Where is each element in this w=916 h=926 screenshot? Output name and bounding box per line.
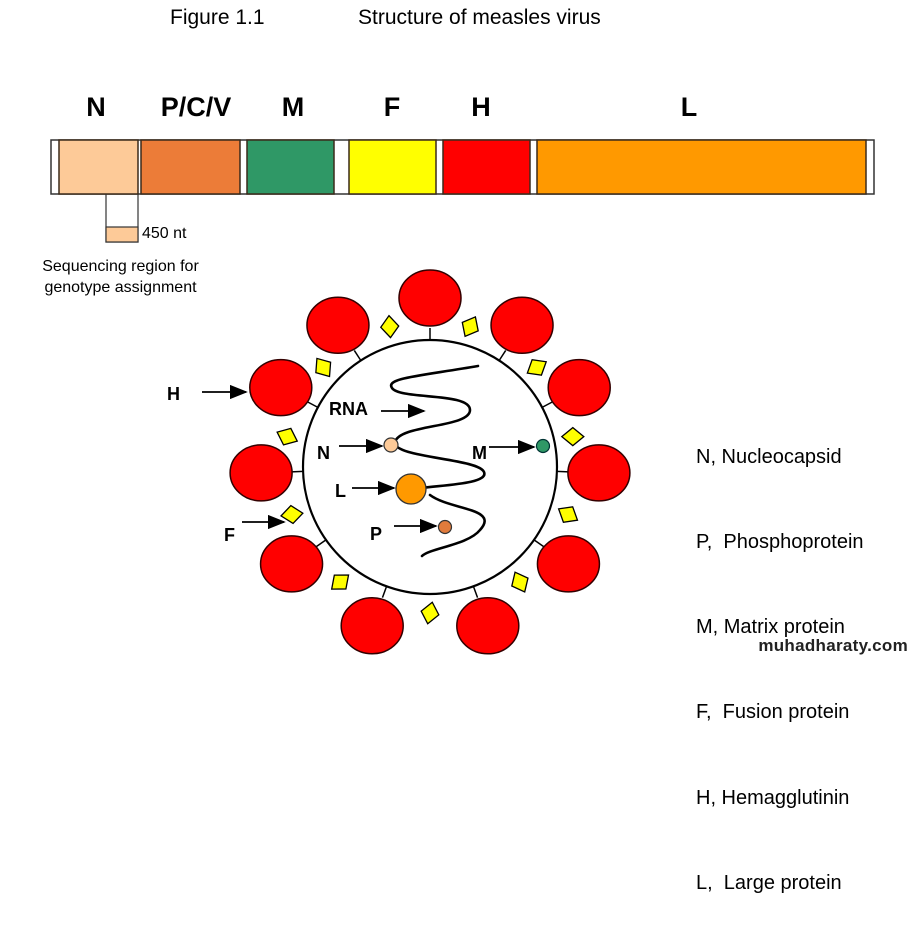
viral-envelope <box>303 340 557 594</box>
hemagglutinin-spike <box>307 297 369 353</box>
fusion-protein <box>314 358 333 376</box>
hemagglutinin-spike <box>230 445 292 501</box>
hemagglutinin-spike <box>491 297 553 353</box>
fusion-protein <box>331 572 348 592</box>
fusion-protein <box>379 315 400 339</box>
sequencing-caption: Sequencing region for genotype assignmen… <box>18 256 223 298</box>
gene-block-h <box>443 140 530 194</box>
fusion-protein <box>527 358 546 376</box>
hemagglutinin-stalk <box>499 350 506 360</box>
hemagglutinin-spike <box>568 445 630 501</box>
hemagglutinin-spike <box>341 598 403 654</box>
sequencing-fragment-box <box>106 227 138 242</box>
n-label: N <box>317 443 330 463</box>
gene-block-f <box>349 140 436 194</box>
hemagglutinin-stalk <box>534 540 544 547</box>
hemagglutinin-spike <box>548 360 610 416</box>
fusion-protein <box>460 315 481 339</box>
h-label: H <box>167 384 180 404</box>
legend-item-h: H, Hemagglutinin <box>696 784 864 812</box>
l-label: L <box>335 481 346 501</box>
m-label: M <box>472 443 487 463</box>
hemagglutinin-stalk <box>307 402 318 408</box>
phosphoprotein-particle <box>439 521 452 534</box>
hemagglutinin-spike <box>457 598 519 654</box>
hemagglutinin-spike <box>399 270 461 326</box>
gene-block-n <box>59 140 138 194</box>
virion: H F RNA N M L P <box>167 270 630 654</box>
fusion-protein <box>556 504 580 525</box>
matrix-particle <box>537 440 550 453</box>
legend-item-l: L, Large protein <box>696 869 864 897</box>
sequencing-caption-line2: genotype assignment <box>18 277 223 298</box>
legend-item-p: P, Phosphoprotein <box>696 528 864 556</box>
legend-item-n: N, Nucleocapsid <box>696 443 864 471</box>
hemagglutinin-stalk <box>542 402 553 408</box>
gene-block-m <box>247 140 334 194</box>
sequencing-region-marker <box>106 194 138 242</box>
p-label: P <box>370 524 382 544</box>
fusion-protein <box>560 426 585 448</box>
hemagglutinin-stalk <box>316 540 326 547</box>
hemagglutinin-stalk <box>473 586 477 597</box>
large-protein-particle <box>396 474 426 504</box>
nucleocapsid-particle <box>384 438 398 452</box>
rna-label: RNA <box>329 399 368 419</box>
gene-block-l <box>537 140 866 194</box>
hemagglutinin-stalk <box>382 586 386 597</box>
fusion-protein <box>419 600 441 625</box>
f-label: F <box>224 525 235 545</box>
gene-block-pcv <box>141 140 240 194</box>
fusion-protein <box>275 426 300 448</box>
watermark: muhadharaty.com <box>758 636 908 656</box>
hemagglutinin-spike <box>261 536 323 592</box>
sequencing-fragment-label: 450 nt <box>142 225 186 243</box>
hemagglutinin-stalk <box>354 350 361 360</box>
hemagglutinin-spike <box>250 360 312 416</box>
hemagglutinin-spike <box>537 536 599 592</box>
fusion-protein <box>511 572 528 592</box>
genome-bar <box>51 140 874 194</box>
sequencing-caption-line1: Sequencing region for <box>18 256 223 277</box>
legend-item-f: F, Fusion protein <box>696 698 864 726</box>
